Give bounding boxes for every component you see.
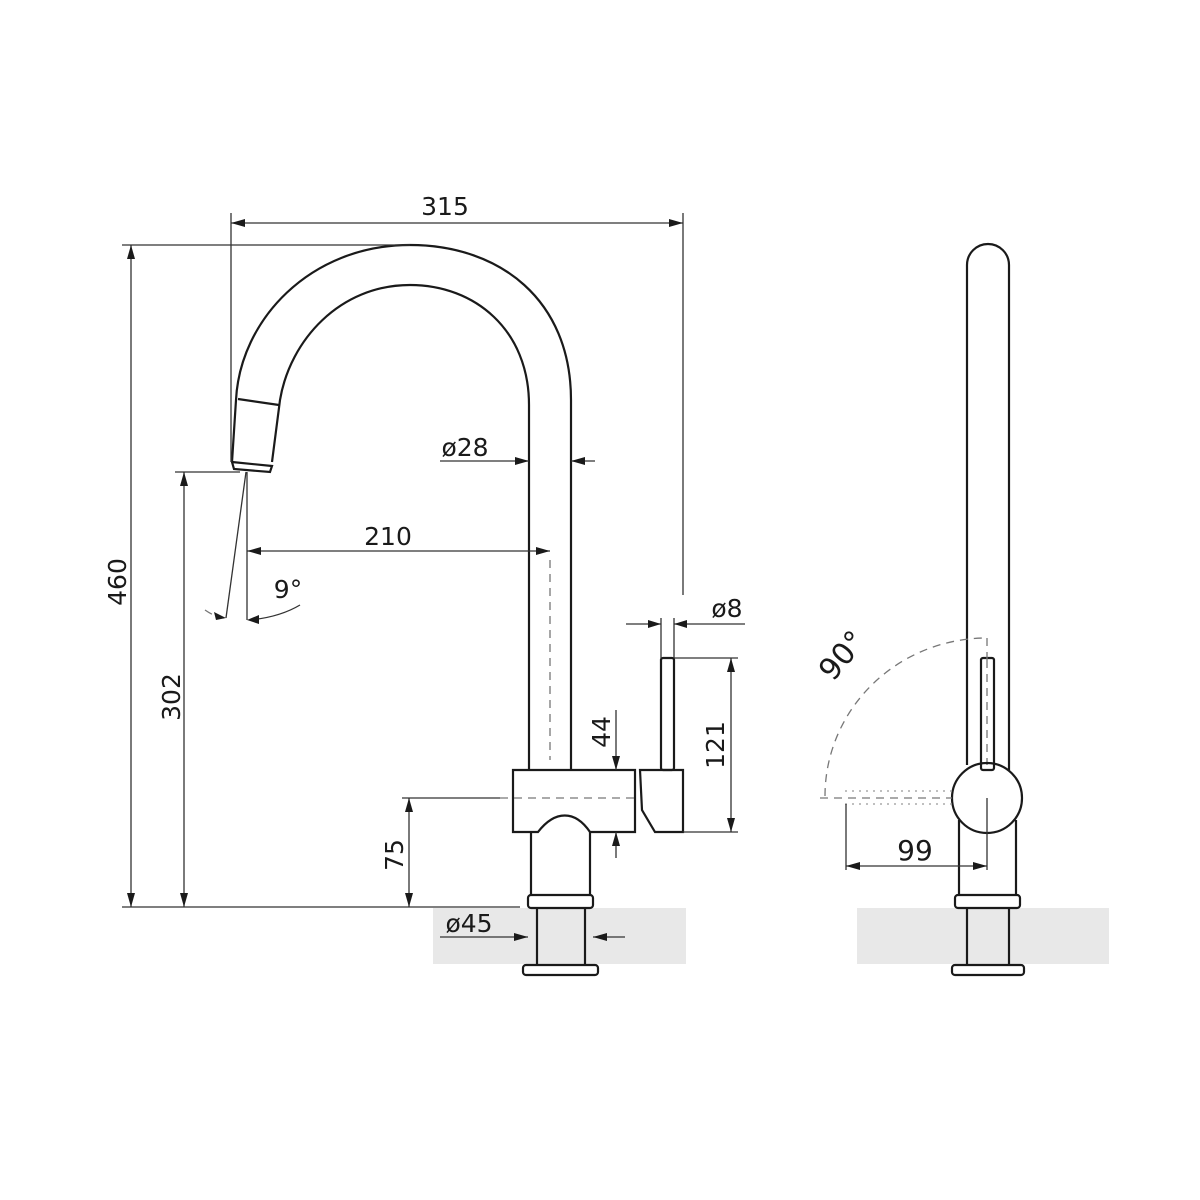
rotation-arc [824,637,988,797]
faucet-front-view [230,243,685,977]
dim-spout-diameter: ø28 [441,433,488,462]
spout-inner [270,283,531,463]
dim-overall-height: 460 [103,558,132,606]
mounting-nut [521,963,600,977]
countertop-front [433,908,686,964]
dim-base-diameter: ø45 [445,909,492,938]
dim-body-axis-height: 75 [380,839,409,871]
lever [659,656,676,772]
dim-lever-height: 121 [701,721,730,769]
dim-lever-diameter: ø8 [711,594,742,623]
side-base-ring [953,893,1022,910]
dim-overall-reach: 315 [421,192,469,221]
lever-housing [638,768,685,834]
side-mounting-nut [950,963,1026,977]
countertop-side [857,908,1109,964]
dim-lever-rotation: 90° [812,624,873,687]
dim-lever-reach: 99 [897,834,933,867]
side-spout [965,242,1011,770]
dim-body-height: 44 [587,716,616,748]
front-dimensions: 315 460 302 210 9° ø28 [103,192,745,941]
dim-spout-reach: 210 [364,522,412,551]
dim-swivel-angle: 9° [274,575,302,604]
dim-spout-outlet-height: 302 [157,673,186,721]
base-ring [526,893,595,910]
side-dimensions: 90° 99 [812,624,988,870]
mixer-body [511,768,637,834]
